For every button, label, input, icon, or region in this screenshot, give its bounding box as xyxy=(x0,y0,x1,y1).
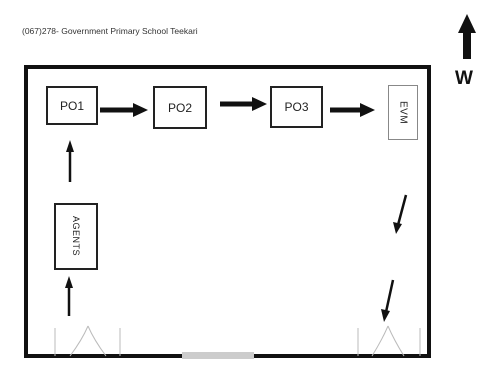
station-po3: PO3 xyxy=(270,86,323,128)
station-evm: EVM xyxy=(388,85,418,140)
entry-door xyxy=(54,325,121,357)
station-agents: AGENTS xyxy=(54,203,98,270)
station-evm-label: EVM xyxy=(397,100,409,125)
flow-arrow-po1-po2 xyxy=(100,103,148,117)
wall-opening xyxy=(182,352,254,359)
flow-arrow-entry-agents xyxy=(65,276,73,316)
flow-arrow-agents-po1 xyxy=(66,140,74,182)
flow-arrow-po3-evm xyxy=(330,103,375,117)
compass-arrow-icon xyxy=(458,14,476,59)
flow-arrow-evm-exit-lower xyxy=(381,279,395,322)
station-po2: PO2 xyxy=(153,86,207,129)
station-po2-label: PO2 xyxy=(167,100,192,115)
station-po1-label: PO1 xyxy=(59,98,84,113)
flow-arrow-evm-exit-upper xyxy=(393,194,408,234)
compass-direction-label: W xyxy=(455,68,473,89)
diagram-title: (067)278- Government Primary School Teek… xyxy=(22,26,198,36)
station-po1: PO1 xyxy=(46,86,98,125)
station-agents-label: AGENTS xyxy=(71,216,81,257)
exit-door xyxy=(357,325,421,357)
station-po3-label: PO3 xyxy=(284,100,309,114)
flow-arrow-po2-po3 xyxy=(220,97,267,111)
